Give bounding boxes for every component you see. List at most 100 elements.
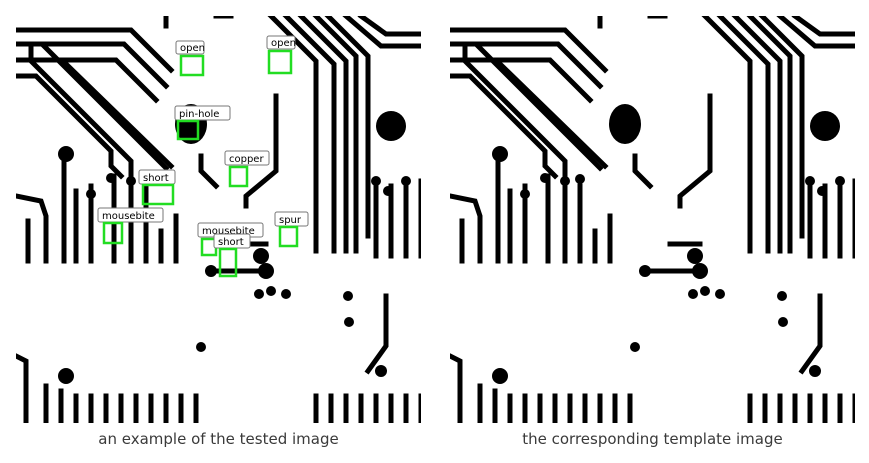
pcb-trace [16,57,160,104]
pcb-via [639,265,651,277]
pcb-via [376,111,406,141]
defect-copper: copper [224,150,270,188]
defect-box [278,225,299,248]
defect-label: open [180,43,205,54]
pcb-trace [357,16,421,37]
pcb-trace [16,27,175,74]
defect-label-box [224,150,270,166]
defect-label-box [266,35,296,50]
pcb-via [630,342,640,352]
pcb-via [809,365,821,377]
pcb-via [520,189,530,199]
pcb-trace [450,41,604,90]
pcb-via [700,286,710,296]
pcb-via [106,173,116,183]
pcb-trace [364,293,389,375]
pcb-trace [731,16,783,254]
pcb-pad [609,104,641,144]
pcb-trace [40,42,170,172]
pcb-trace [450,353,463,423]
pcb-via [371,176,381,186]
pcb-via [687,248,703,264]
defect-label: spur [279,215,302,226]
defect-spur: spur [274,211,309,248]
pcb-via [344,317,354,327]
defect-annotations: open open pin-hole copper [97,35,309,278]
pcb-trace [267,16,319,254]
pcb-trace [324,16,371,239]
pcb-via [778,317,788,327]
right-caption: the corresponding template image [522,430,783,448]
defect-box [218,247,238,278]
defect-label: pin-hole [179,109,219,120]
template-pcb-image [450,16,855,423]
pcb-trace [60,58,175,170]
pcb-traces [450,16,855,423]
defect-label: open [271,38,296,49]
pcb-via [383,186,393,196]
left-caption: an example of the tested image [98,430,339,448]
pcb-via [777,291,787,301]
pcb-trace [28,43,134,179]
pcb-via [86,189,96,199]
defect-box [267,49,293,75]
pcb-via [58,368,74,384]
pcb-via [343,291,353,301]
defect-label-box [175,40,205,55]
defect-short-1: short [138,169,176,206]
pcb-via [817,186,827,196]
pcb-trace [16,73,125,180]
pcb-trace [462,43,568,179]
pcb-trace [494,58,609,170]
defect-label-box [97,207,164,223]
defect-mousebite-1: mousebite [97,207,164,245]
pcb-via [281,289,291,299]
defect-short-2: short [213,233,251,278]
pcb-via [254,289,264,299]
defect-box [102,221,124,245]
defect-box [176,119,200,141]
pcb-via [715,289,725,299]
defect-open-2: open [266,35,296,75]
pcb-via [401,176,411,186]
pcb-via [492,146,508,162]
defect-label: short [218,237,244,248]
defect-box [141,183,175,206]
pcb-trace [450,27,609,74]
defect-label: mousebite [202,226,255,237]
tested-image-panel: open open pin-hole copper [16,16,421,423]
pcb-via [196,342,206,352]
pcb-trace [16,193,49,264]
pcb-via [205,265,217,277]
pcb-trace [450,57,594,104]
pcb-via [560,176,570,186]
pcb-via [835,176,845,186]
pcb-via [575,174,585,184]
pcb-trace [716,16,771,254]
pcb-trace [16,41,170,90]
pcb-trace [450,193,483,264]
pcb-via [540,173,550,183]
pcb-trace [198,153,220,190]
pcb-traces [16,16,421,423]
pcb-via [810,111,840,141]
pcb-trace [758,16,805,239]
pcb-via [58,146,74,162]
pcb-via [805,176,815,186]
defect-open-1: open [175,40,205,77]
pcb-trace [16,353,29,423]
pcb-trace [282,16,337,254]
pcb-trace [297,16,349,254]
pcb-trace [791,16,855,37]
pcb-via [375,365,387,377]
pcb-trace [798,293,823,375]
pcb-trace [450,73,559,180]
pcb-trace [474,42,604,172]
pcb-via [253,248,269,264]
defect-label: mousebite [102,211,155,222]
pcb-via [126,176,136,186]
tested-pcb-image: open open pin-hole copper [16,16,421,423]
defect-box [179,54,205,77]
defect-label: copper [229,154,264,165]
pcb-trace [677,93,713,209]
